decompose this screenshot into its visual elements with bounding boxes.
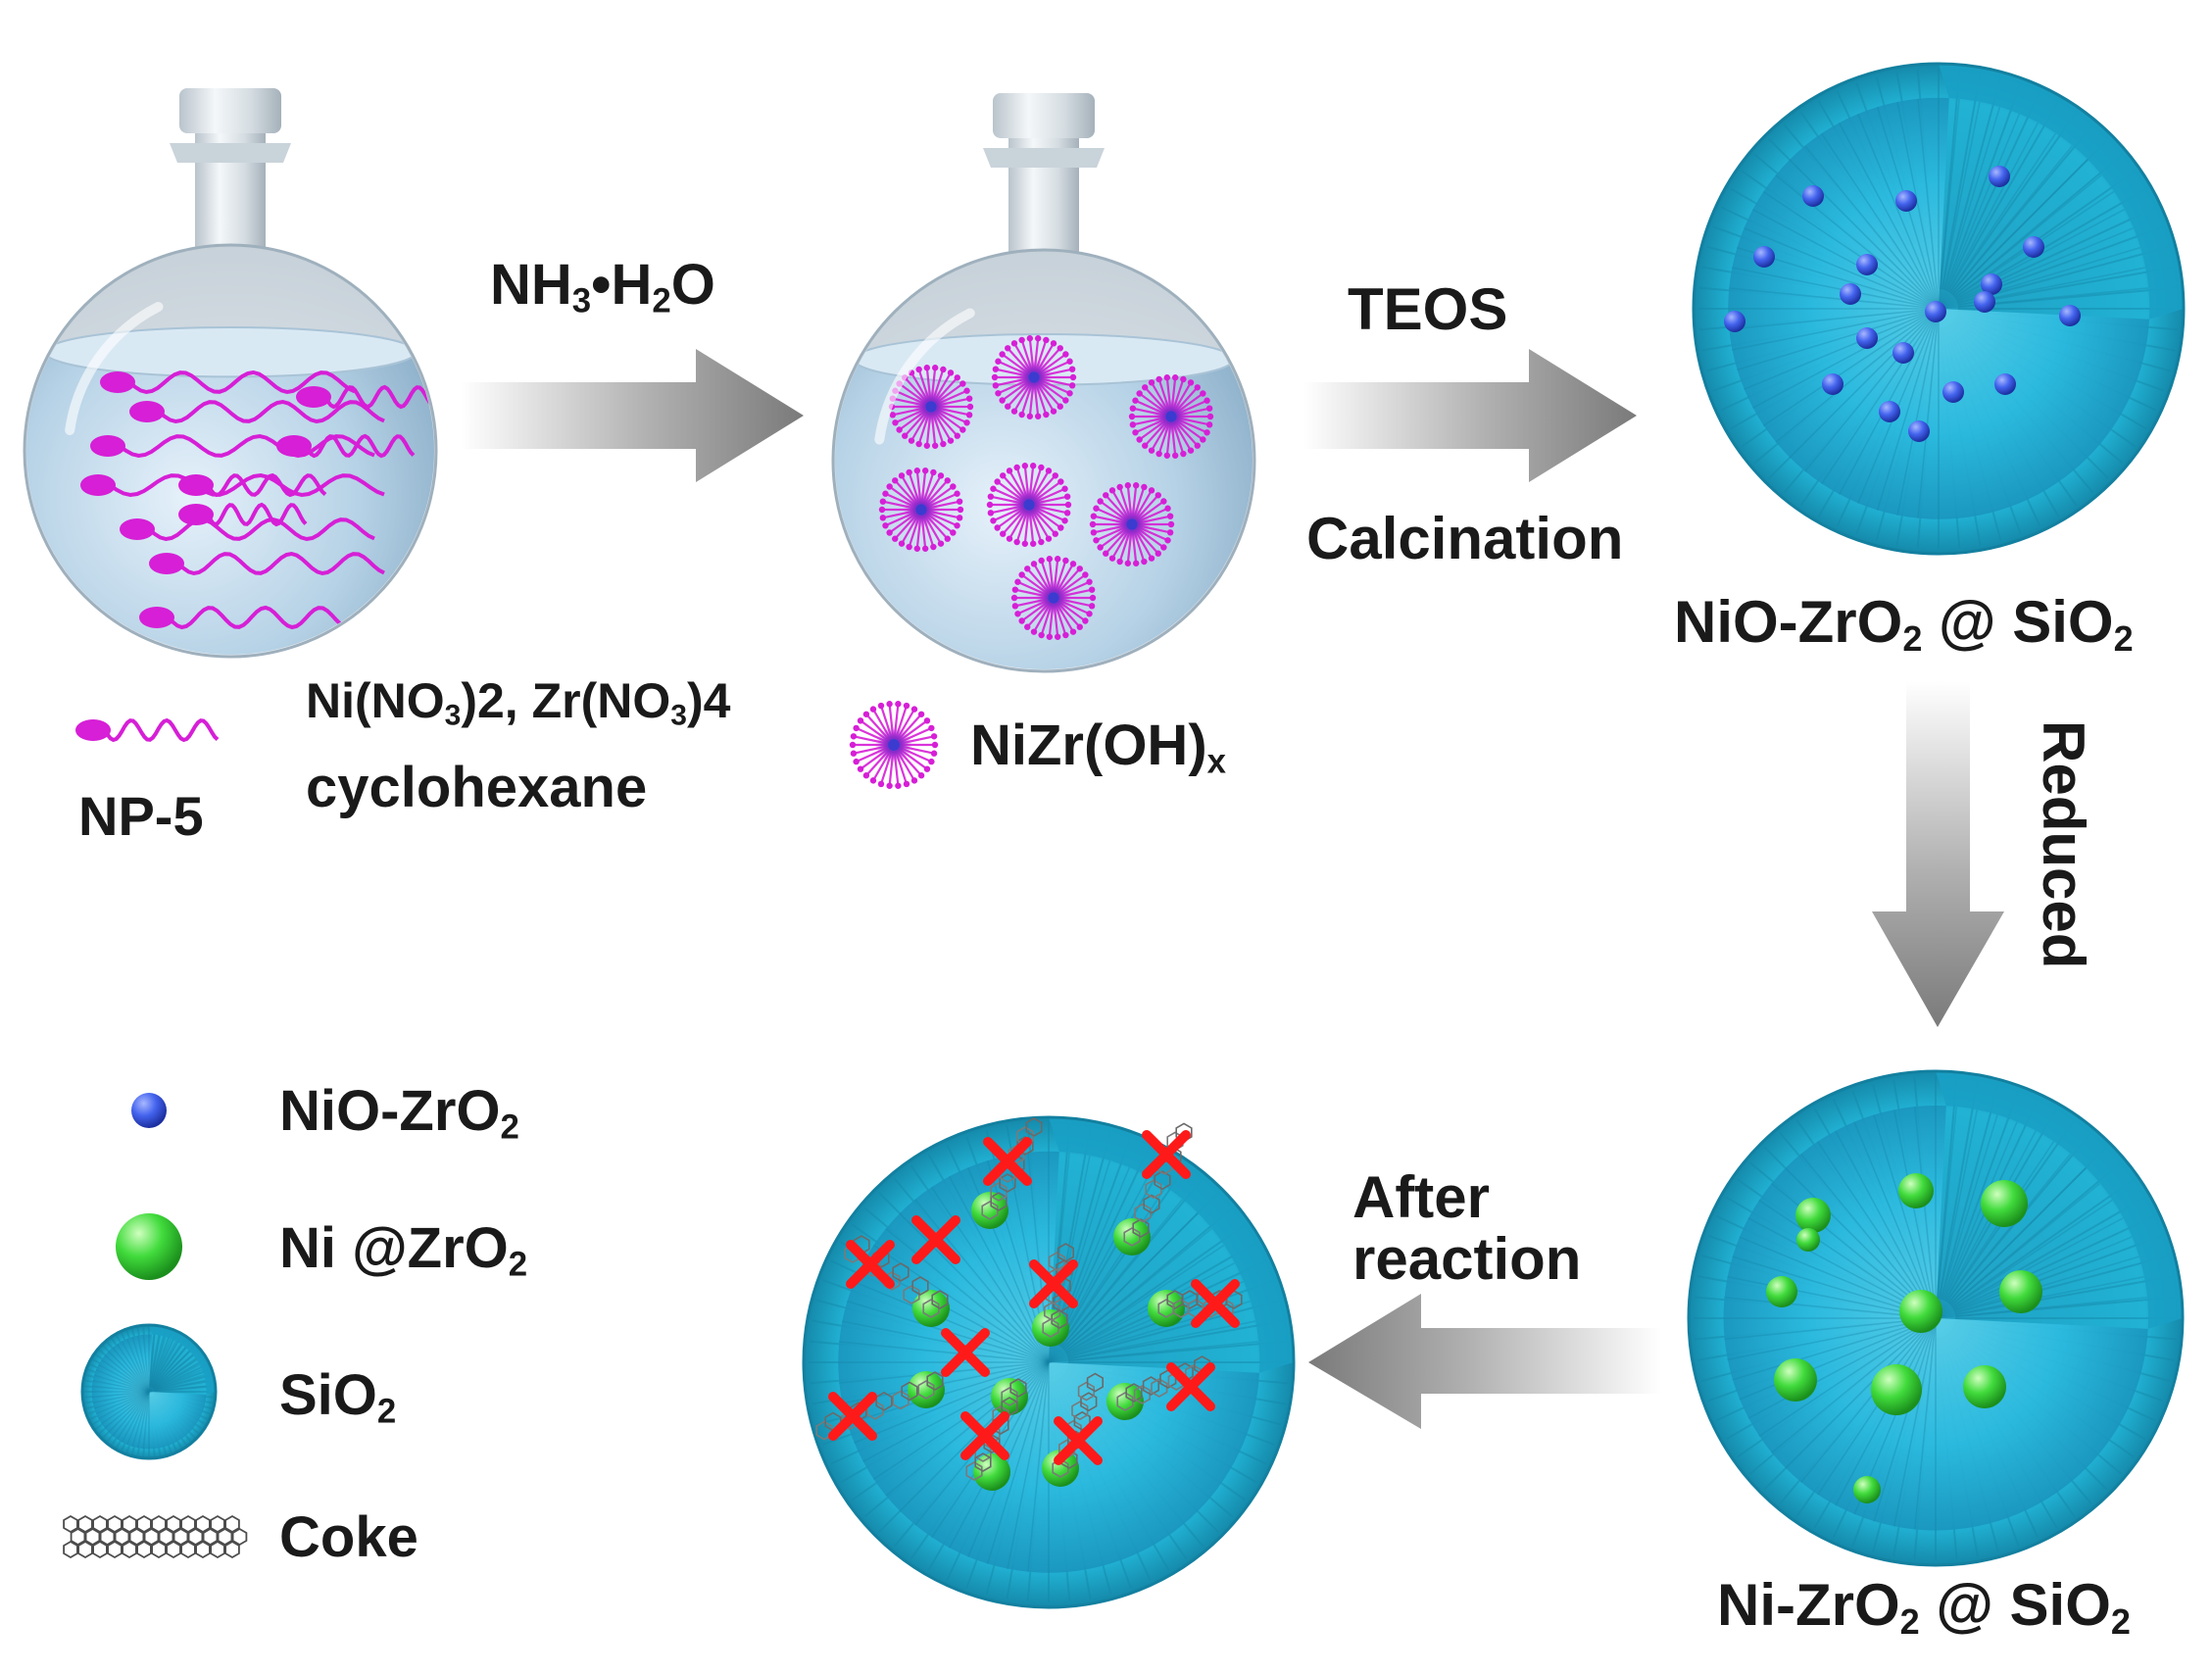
- arrow-right-2: [1303, 349, 1637, 482]
- solvent-label: cyclohexane: [306, 756, 648, 819]
- arrow-right-1: [461, 349, 804, 482]
- product-ni-zro2-sio2-label: Ni-ZrO2 @ SiO2: [1717, 1572, 2131, 1642]
- legend-item-ni-zro2: Ni @ZrO2: [279, 1216, 528, 1284]
- legend-item-sio2: SiO2: [279, 1363, 397, 1431]
- blue-sphere-icon: [131, 1093, 167, 1128]
- step-calcination-label: Calcination: [1306, 506, 1624, 571]
- arrow-left: [1308, 1294, 1661, 1429]
- silica-sphere-icon: [80, 1323, 218, 1460]
- reaction-flask-1: [23, 88, 438, 659]
- coke-icon: [63, 1514, 248, 1559]
- legend-item-nio-zro2: NiO-ZrO2: [279, 1079, 519, 1147]
- product-nio-zro2-sio2-label: NiO-ZrO2 @ SiO2: [1674, 589, 2134, 659]
- micelle-legend-icon: [849, 701, 939, 789]
- nio-zro2-silica-sphere: [1692, 62, 2186, 556]
- reagent-ammonia-label: NH3•H2O: [490, 253, 715, 320]
- legend-item-coke: Coke: [279, 1505, 418, 1569]
- ni-zro2-silica-sphere: [1687, 1069, 2185, 1567]
- nitrate-salts-label: Ni(NO3)2, Zr(NO3)4: [306, 673, 731, 732]
- micelle-label: NiZr(OH)x: [970, 714, 1226, 781]
- np5-label: NP-5: [78, 785, 204, 847]
- reagent-teos-label: TEOS: [1348, 276, 1508, 342]
- step-reduced-label: Reduced: [2031, 720, 2096, 969]
- np5-surfactant-icon: [75, 717, 220, 743]
- reaction-flask-2: [831, 93, 1256, 673]
- arrow-down: [1872, 681, 2004, 1027]
- green-sphere-icon: [116, 1213, 182, 1280]
- used-catalyst-sphere-with-coke: [802, 1115, 1296, 1609]
